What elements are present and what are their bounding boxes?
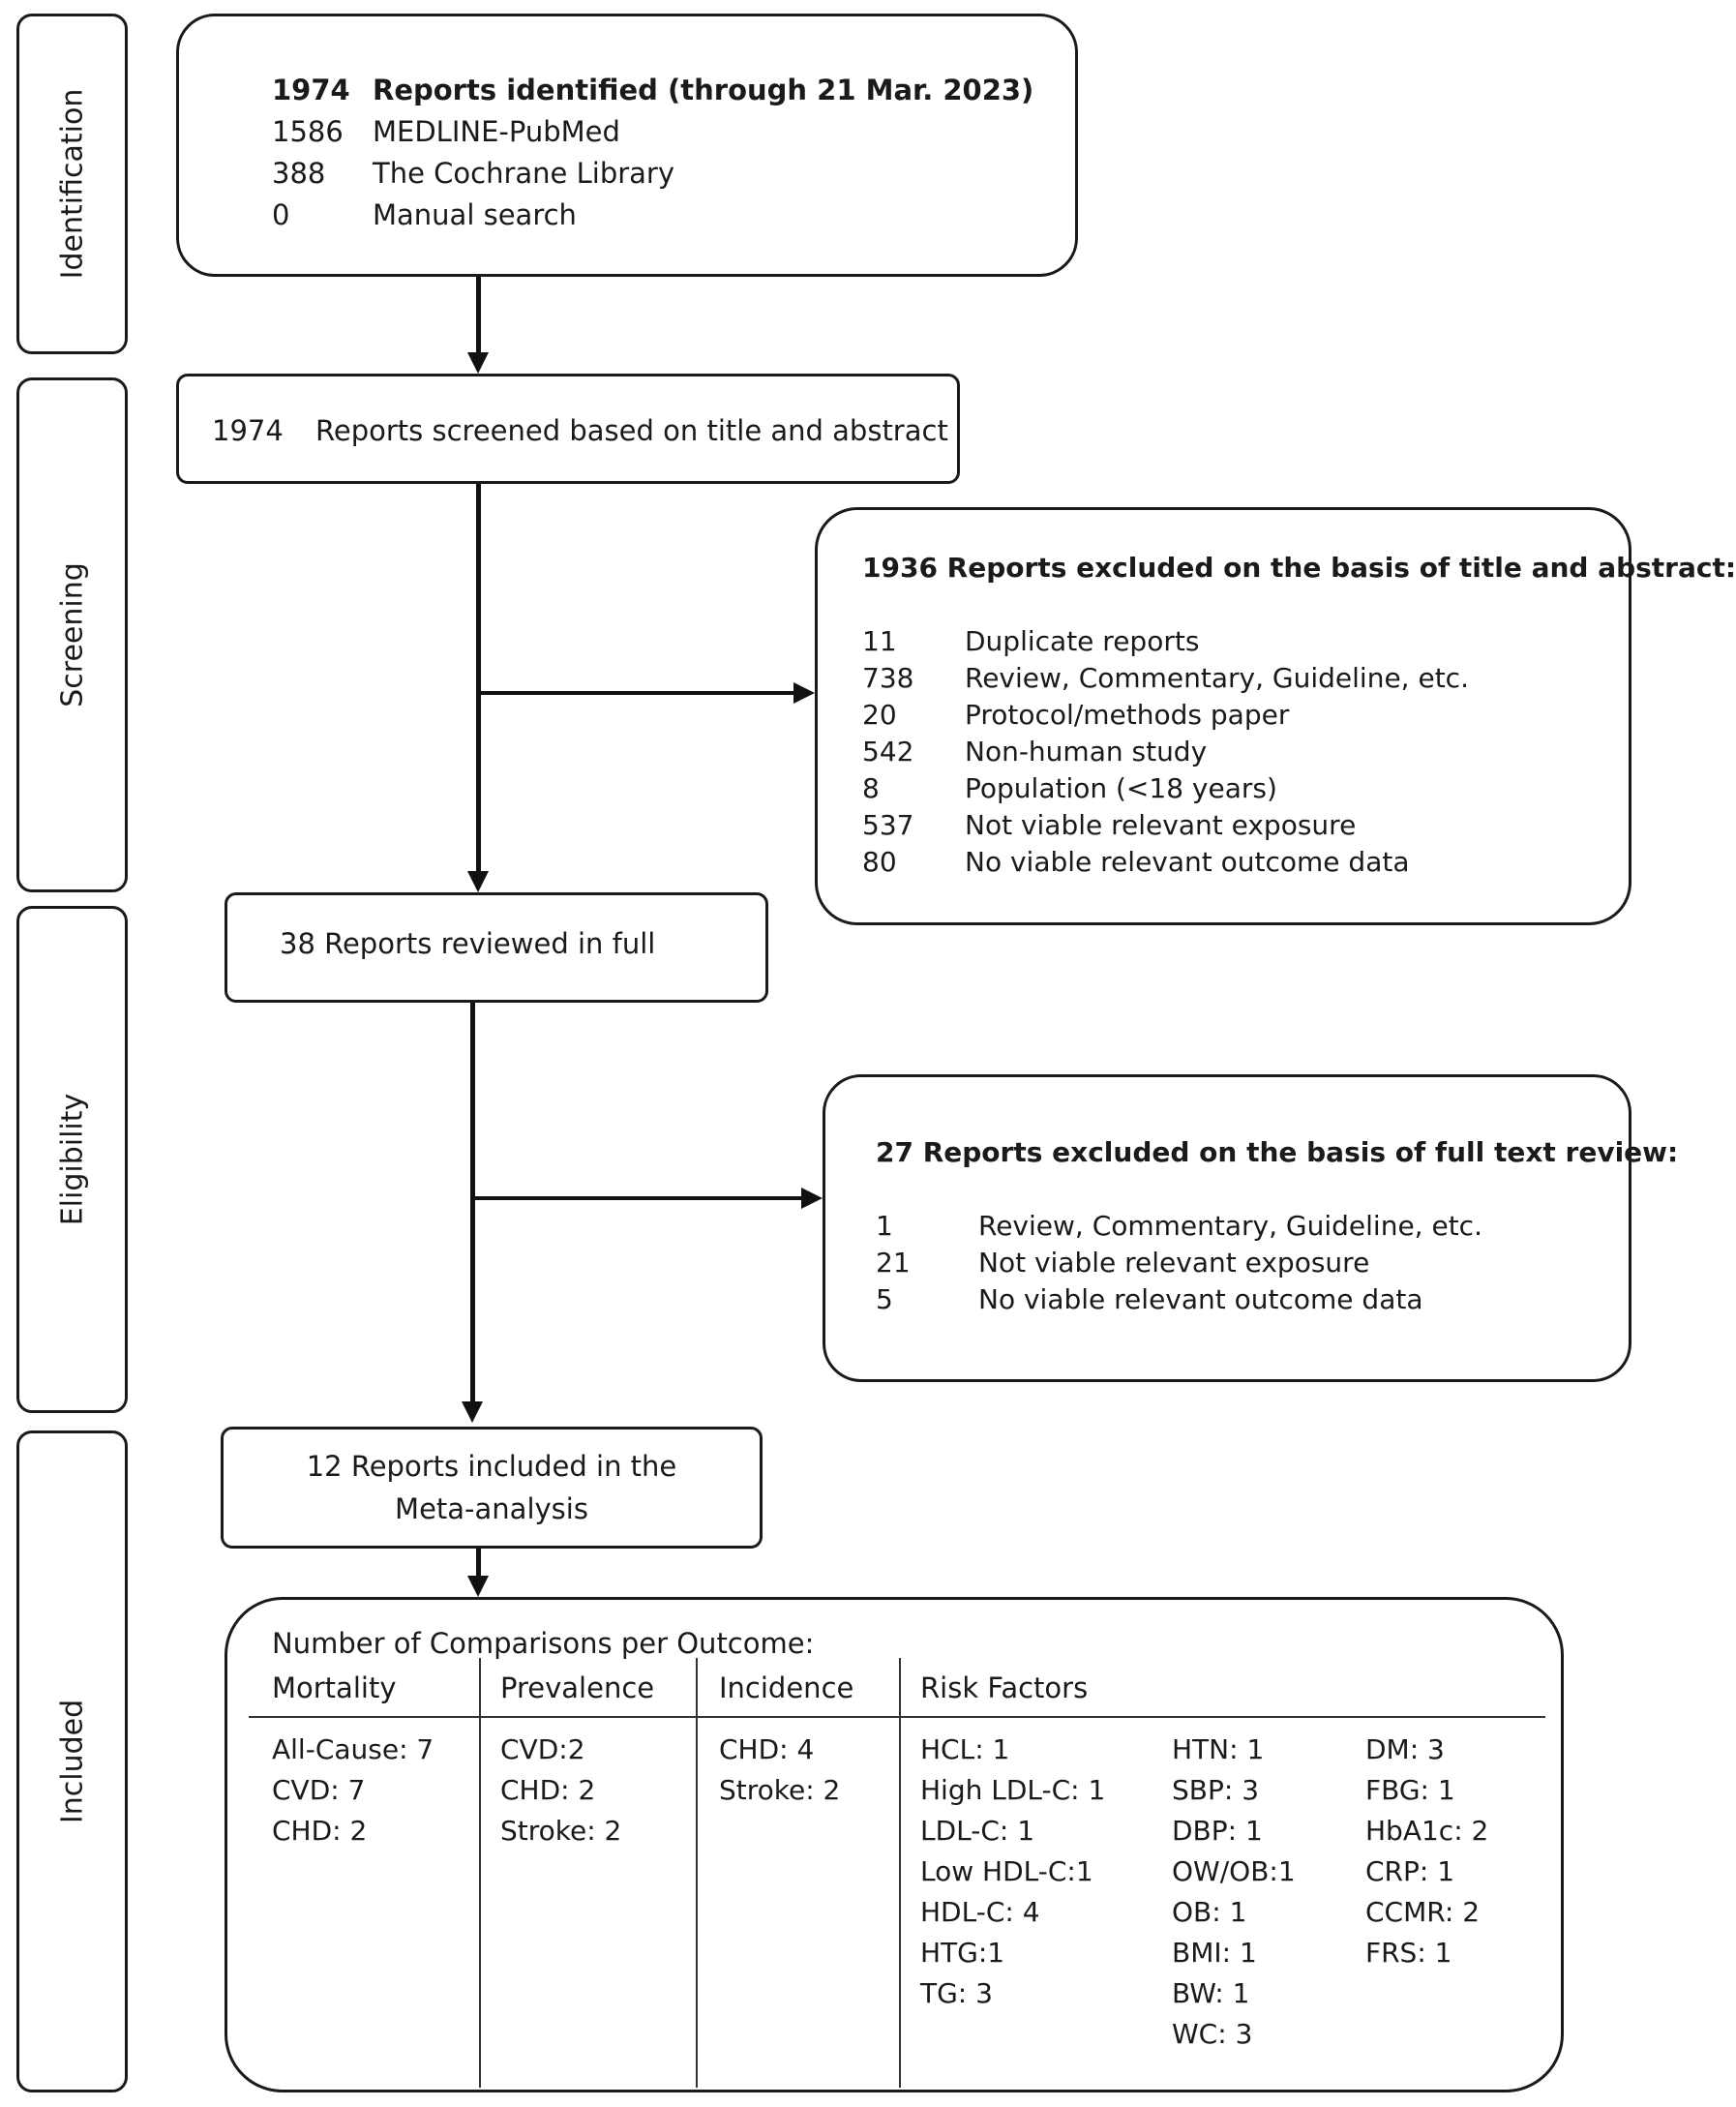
risk-factors-column-1: HCL: 1 High LDL-C: 1 LDL-C: 1 Low HDL-C:… <box>920 1730 1105 2014</box>
arrow-to-included <box>462 1401 483 1423</box>
header-mortality: Mortality <box>272 1671 397 1704</box>
column-divider <box>696 1658 698 2088</box>
stage-label-eligibility: Eligibility <box>55 1093 89 1226</box>
connector-to-excluded-fulltext <box>472 1196 801 1200</box>
connector-included-outcomes <box>476 1549 481 1578</box>
risk-factor-item: LDL-C: 1 <box>920 1815 1035 1847</box>
prevalence-item: Stroke: 2 <box>500 1815 622 1847</box>
header-risk-factors: Risk Factors <box>920 1671 1089 1704</box>
header-incidence: Incidence <box>719 1671 854 1704</box>
risk-factor-item: CCMR: 2 <box>1365 1896 1481 1928</box>
excluded-screening-row: 8 Population (<18 years) <box>862 772 1277 804</box>
mortality-item: CHD: 2 <box>272 1815 368 1847</box>
identification-row-manual: 0 Manual search <box>272 198 577 231</box>
excluded-screening-row: 80 No viable relevant outcome data <box>862 846 1410 878</box>
excluded-screening-row: 20 Protocol/methods paper <box>862 699 1290 731</box>
included-line1: 12 Reports included in the <box>306 1450 677 1483</box>
included-line2: Meta-analysis <box>395 1492 588 1525</box>
stage-identification: Identification <box>16 14 128 354</box>
outcomes-box: Number of Comparisons per Outcome: Morta… <box>224 1597 1564 2092</box>
stage-label-identification: Identification <box>55 88 89 280</box>
arrow-to-excluded-fulltext <box>801 1188 823 1209</box>
excluded-fulltext-row: 1 Review, Commentary, Guideline, etc. <box>876 1210 1482 1242</box>
identification-row-total: 1974 Reports identified (through 21 Mar.… <box>272 74 1034 106</box>
risk-factor-item: BW: 1 <box>1172 1977 1250 2009</box>
risk-factor-item: Low HDL-C:1 <box>920 1855 1093 1887</box>
mortality-item: CVD: 7 <box>272 1774 366 1806</box>
risk-factor-item: DM: 3 <box>1365 1733 1445 1765</box>
excluded-screening-row: 537 Not viable relevant exposure <box>862 809 1357 841</box>
arrow-to-outcomes <box>467 1576 489 1597</box>
prevalence-item: CVD:2 <box>500 1733 585 1765</box>
risk-factor-item: FRS: 1 <box>1365 1937 1452 1969</box>
identification-box: 1974 Reports identified (through 21 Mar.… <box>176 14 1078 277</box>
stage-eligibility: Eligibility <box>16 906 128 1413</box>
incidence-item: CHD: 4 <box>719 1733 815 1765</box>
mortality-item: All-Cause: 7 <box>272 1733 434 1765</box>
arrow-to-screening <box>467 352 489 374</box>
column-divider <box>479 1658 481 2088</box>
risk-factor-item: HCL: 1 <box>920 1733 1010 1765</box>
incidence-column: CHD: 4 Stroke: 2 <box>719 1730 840 1811</box>
prevalence-column: CVD:2 CHD: 2 Stroke: 2 <box>500 1730 621 1851</box>
connector-fulltext-included <box>470 1003 475 1403</box>
excluded-fulltext-title: 27 Reports excluded on the basis of full… <box>876 1136 1679 1168</box>
risk-factor-item: HTG:1 <box>920 1937 1005 1969</box>
arrow-to-fulltext <box>467 871 489 892</box>
incidence-item: Stroke: 2 <box>719 1774 841 1806</box>
connector-identification-screening <box>476 277 481 354</box>
stage-label-included: Included <box>55 1699 89 1824</box>
stage-label-screening: Screening <box>55 562 89 707</box>
identification-row-cochrane: 388 The Cochrane Library <box>272 157 675 190</box>
fulltext-box: 38 Reports reviewed in full <box>224 892 768 1003</box>
risk-factor-item: HDL-C: 4 <box>920 1896 1040 1928</box>
header-prevalence: Prevalence <box>500 1671 655 1704</box>
excluded-screening-row: 11 Duplicate reports <box>862 625 1200 657</box>
prevalence-item: CHD: 2 <box>500 1774 596 1806</box>
risk-factors-column-2: HTN: 1 SBP: 3 DBP: 1 OW/OB:1 OB: 1 BMI: … <box>1172 1730 1296 2055</box>
excluded-screening-title: 1936 Reports excluded on the basis of ti… <box>862 552 1736 584</box>
header-divider <box>249 1716 1545 1718</box>
risk-factor-item: High LDL-C: 1 <box>920 1774 1106 1806</box>
risk-factor-item: SBP: 3 <box>1172 1774 1260 1806</box>
risk-factor-item: HTN: 1 <box>1172 1733 1265 1765</box>
column-divider <box>899 1658 901 2088</box>
arrow-to-excluded-screening <box>793 682 815 704</box>
risk-factor-item: HbA1c: 2 <box>1365 1815 1489 1847</box>
excluded-fulltext-row: 5 No viable relevant outcome data <box>876 1283 1423 1315</box>
risk-factor-item: BMI: 1 <box>1172 1937 1257 1969</box>
risk-factor-item: WC: 3 <box>1172 2018 1253 2050</box>
risk-factor-item: CRP: 1 <box>1365 1855 1455 1887</box>
risk-factor-item: FBG: 1 <box>1365 1774 1455 1806</box>
identification-row-medline: 1586 MEDLINE-PubMed <box>272 115 620 148</box>
risk-factor-item: OW/OB:1 <box>1172 1855 1296 1887</box>
risk-factor-item: OB: 1 <box>1172 1896 1247 1928</box>
risk-factors-column-3: DM: 3 FBG: 1 HbA1c: 2 CRP: 1 CCMR: 2 FRS… <box>1365 1730 1488 1973</box>
risk-factor-item: DBP: 1 <box>1172 1815 1263 1847</box>
connector-screening-fulltext <box>476 484 481 873</box>
stage-screening: Screening <box>16 377 128 892</box>
stage-included: Included <box>16 1430 128 2092</box>
excluded-screening-box: 1936 Reports excluded on the basis of ti… <box>815 507 1736 925</box>
mortality-column: All-Cause: 7 CVD: 7 CHD: 2 <box>272 1730 434 1851</box>
fulltext-label: 38 Reports reviewed in full <box>280 927 656 960</box>
screening-row: 1974 Reports screened based on title and… <box>212 414 948 447</box>
excluded-screening-row: 738 Review, Commentary, Guideline, etc. <box>862 662 1469 694</box>
excluded-fulltext-box: 27 Reports excluded on the basis of full… <box>823 1074 1678 1382</box>
connector-to-excluded-screening <box>478 691 793 695</box>
outcomes-title: Number of Comparisons per Outcome: <box>272 1627 815 1660</box>
included-box: 12 Reports included in the Meta-analysis <box>221 1427 763 1549</box>
excluded-screening-row: 542 Non-human study <box>862 736 1208 768</box>
risk-factor-item: TG: 3 <box>920 1977 993 2009</box>
excluded-fulltext-row: 21 Not viable relevant exposure <box>876 1247 1370 1279</box>
screening-box: 1974 Reports screened based on title and… <box>176 374 960 484</box>
